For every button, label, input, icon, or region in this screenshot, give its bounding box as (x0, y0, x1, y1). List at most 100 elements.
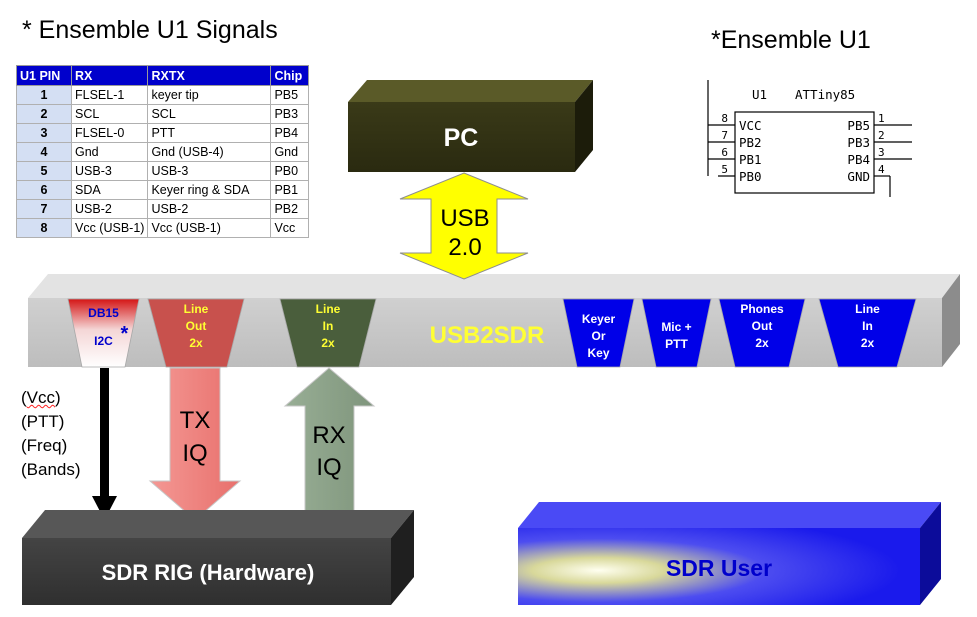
usb2sdr-label: USB2SDR (430, 322, 545, 349)
chip-cell: PB0 (270, 161, 310, 181)
tx-arrow-shape (148, 367, 242, 521)
chip-pin-number: 1 (878, 112, 885, 125)
port-phones-out-label: Out (752, 319, 773, 333)
pin-cell: 3 (16, 123, 72, 143)
signal-table: U1 PIN RX RXTX Chip 1 FLSEL-1 keyer tip … (16, 65, 310, 238)
pc-box: PC (348, 80, 593, 172)
port-db15-label: I2C (94, 334, 113, 348)
chip-cell: Vcc (270, 218, 310, 238)
rx-cell: USB-2 (70, 199, 149, 219)
chip-cell: PB1 (270, 180, 310, 200)
chip-pin-number: 3 (878, 146, 885, 159)
tx-arrow-line1: TX (180, 407, 211, 434)
table-row: 8 Vcc (USB-1) Vcc (USB-1) Vcc (16, 218, 310, 238)
sdr-rig-front (22, 538, 391, 605)
rxtx-cell: USB-2 (147, 199, 272, 219)
rx-cell: FLSEL-0 (70, 123, 149, 143)
pc-label: PC (444, 124, 479, 152)
table-row: 3 FLSEL-0 PTT PB4 (16, 123, 310, 143)
chip-part-label: ATTiny85 (795, 87, 855, 102)
sdr-user-top (518, 502, 941, 528)
chip-body (734, 111, 875, 194)
rx-iq-arrow: RX IQ (283, 367, 376, 516)
rx-cell: Vcc (USB-1) (70, 218, 149, 238)
port-line-in-label: Line (316, 302, 341, 316)
port-line-in-2-label: Line (855, 302, 880, 316)
port-db15-star: * (121, 323, 129, 345)
port-shape (718, 298, 806, 368)
table-row: 6 SDA Keyer ring & SDA PB1 (16, 180, 310, 200)
port-keyer-label: Key (587, 346, 609, 360)
rxtx-cell: Keyer ring & SDA (147, 180, 272, 200)
chip-cell: PB3 (270, 104, 310, 124)
pin-cell: 2 (16, 104, 72, 124)
port-mic-ptt-label: PTT (665, 337, 688, 351)
control-signal-item: (Bands) (21, 460, 81, 479)
chip-pin-number: 5 (721, 163, 728, 176)
chip-pin-name: GND (847, 169, 870, 184)
chip-pin-name: PB1 (739, 152, 762, 167)
sdr-user-side (920, 502, 941, 605)
chip-pin-name: PB5 (847, 118, 870, 133)
port-phones-out-label: Phones (740, 302, 784, 316)
rx-cell: SCL (70, 104, 149, 124)
rxtx-cell: Vcc (USB-1) (147, 218, 272, 238)
sdr-user-front (518, 528, 920, 605)
chip-pin-name: PB3 (847, 135, 870, 150)
table-header-row: U1 PIN RX RXTX Chip (16, 65, 310, 86)
control-signal-item: (Vcc) (21, 388, 61, 407)
chip-pin-name: PB4 (847, 152, 870, 167)
bar-side (942, 274, 960, 367)
chip-pin-number: 8 (721, 112, 728, 125)
pc-box-front (348, 102, 575, 172)
sdr-rig-box: SDR RIG (Hardware) (22, 510, 414, 605)
pc-box-side (575, 80, 593, 172)
port-line-in-2-label: 2x (861, 336, 875, 350)
chip-pin-number: 4 (878, 163, 885, 176)
chip-pin-name: VCC (739, 118, 762, 133)
chip-cell: PB4 (270, 123, 310, 143)
pin-cell: 8 (16, 218, 72, 238)
port-keyer-label: Keyer (582, 312, 616, 326)
port-line-in-2-label: In (862, 319, 873, 333)
usb-double-arrow (399, 172, 529, 280)
rx-arrow-line1: RX (312, 422, 345, 449)
control-arrow-shaft (100, 368, 109, 498)
table-row: 4 Gnd Gnd (USB-4) Gnd (16, 142, 310, 162)
chip-ref-label: U1 (752, 87, 767, 102)
bar-top (28, 274, 960, 298)
pin-cell: 4 (16, 142, 72, 162)
chip-pin-name: PB2 (739, 135, 762, 150)
port-phones-out-label: 2x (755, 336, 769, 350)
pin-cell: 5 (16, 161, 72, 181)
port-mic-ptt: Mic + PTT (641, 298, 712, 368)
rx-cell: USB-3 (70, 161, 149, 181)
port-shape (279, 298, 377, 368)
usb-arrow: USB 2.0 (399, 172, 529, 280)
signals-title: * Ensemble U1 Signals (22, 16, 278, 44)
port-shape (147, 298, 245, 368)
port-shape (67, 298, 140, 368)
port-line-in-label: 2x (321, 336, 335, 350)
control-signal-item: (Freq) (21, 436, 68, 455)
port-shape (641, 298, 712, 368)
sdr-user-box: SDR User (518, 502, 941, 605)
control-signal-arrow (92, 368, 117, 520)
chip-pin-number: 7 (721, 129, 728, 142)
sdr-user-label: SDR User (666, 555, 772, 581)
chip-pin-number: 2 (878, 129, 885, 142)
port-mic-ptt-label: Mic + (661, 320, 691, 334)
rxtx-cell: keyer tip (147, 85, 272, 105)
chip-cell: PB5 (270, 85, 310, 105)
column-header: RX (70, 65, 149, 86)
chip-pin-name: PB0 (739, 169, 762, 184)
